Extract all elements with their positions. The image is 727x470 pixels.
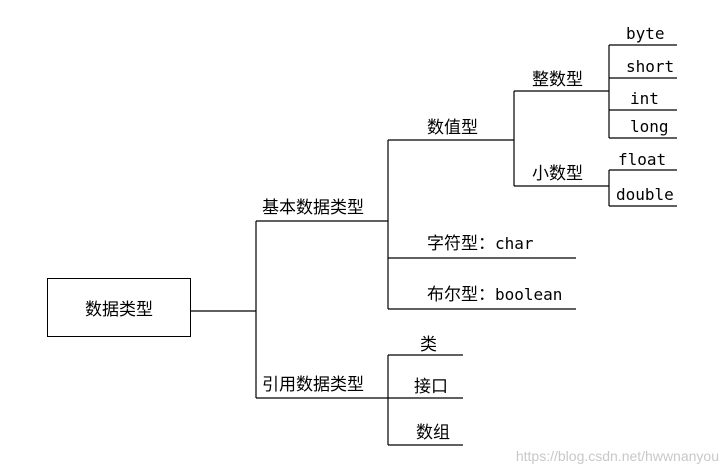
decimal-label: 小数型 (532, 164, 583, 184)
ref-type-class: 类 (420, 335, 437, 355)
integer-label: 整数型 (532, 70, 583, 90)
char-label: 字符型： (427, 234, 495, 254)
root-label: 数据类型 (85, 300, 153, 320)
root-node: 数据类型 (47, 278, 191, 337)
bool-label: 布尔型： (427, 285, 495, 305)
type-int: int (630, 89, 659, 108)
bool-type: boolean (495, 285, 563, 304)
ref-type-array: 数组 (416, 423, 450, 443)
type-double: double (616, 185, 674, 204)
type-short: short (626, 57, 675, 76)
char-node: 字符型：char (427, 234, 534, 254)
primitive-label: 基本数据类型 (262, 198, 364, 218)
type-long: long (630, 117, 669, 136)
type-float: float (618, 150, 667, 169)
bool-node: 布尔型：boolean (427, 285, 562, 305)
numeric-label: 数值型 (427, 118, 478, 138)
watermark: https://blog.csdn.net/hwwnanyou (515, 448, 719, 464)
reference-label: 引用数据类型 (262, 375, 364, 395)
type-byte: byte (626, 24, 665, 43)
char-type: char (495, 234, 534, 253)
ref-type-interface: 接口 (414, 377, 448, 397)
